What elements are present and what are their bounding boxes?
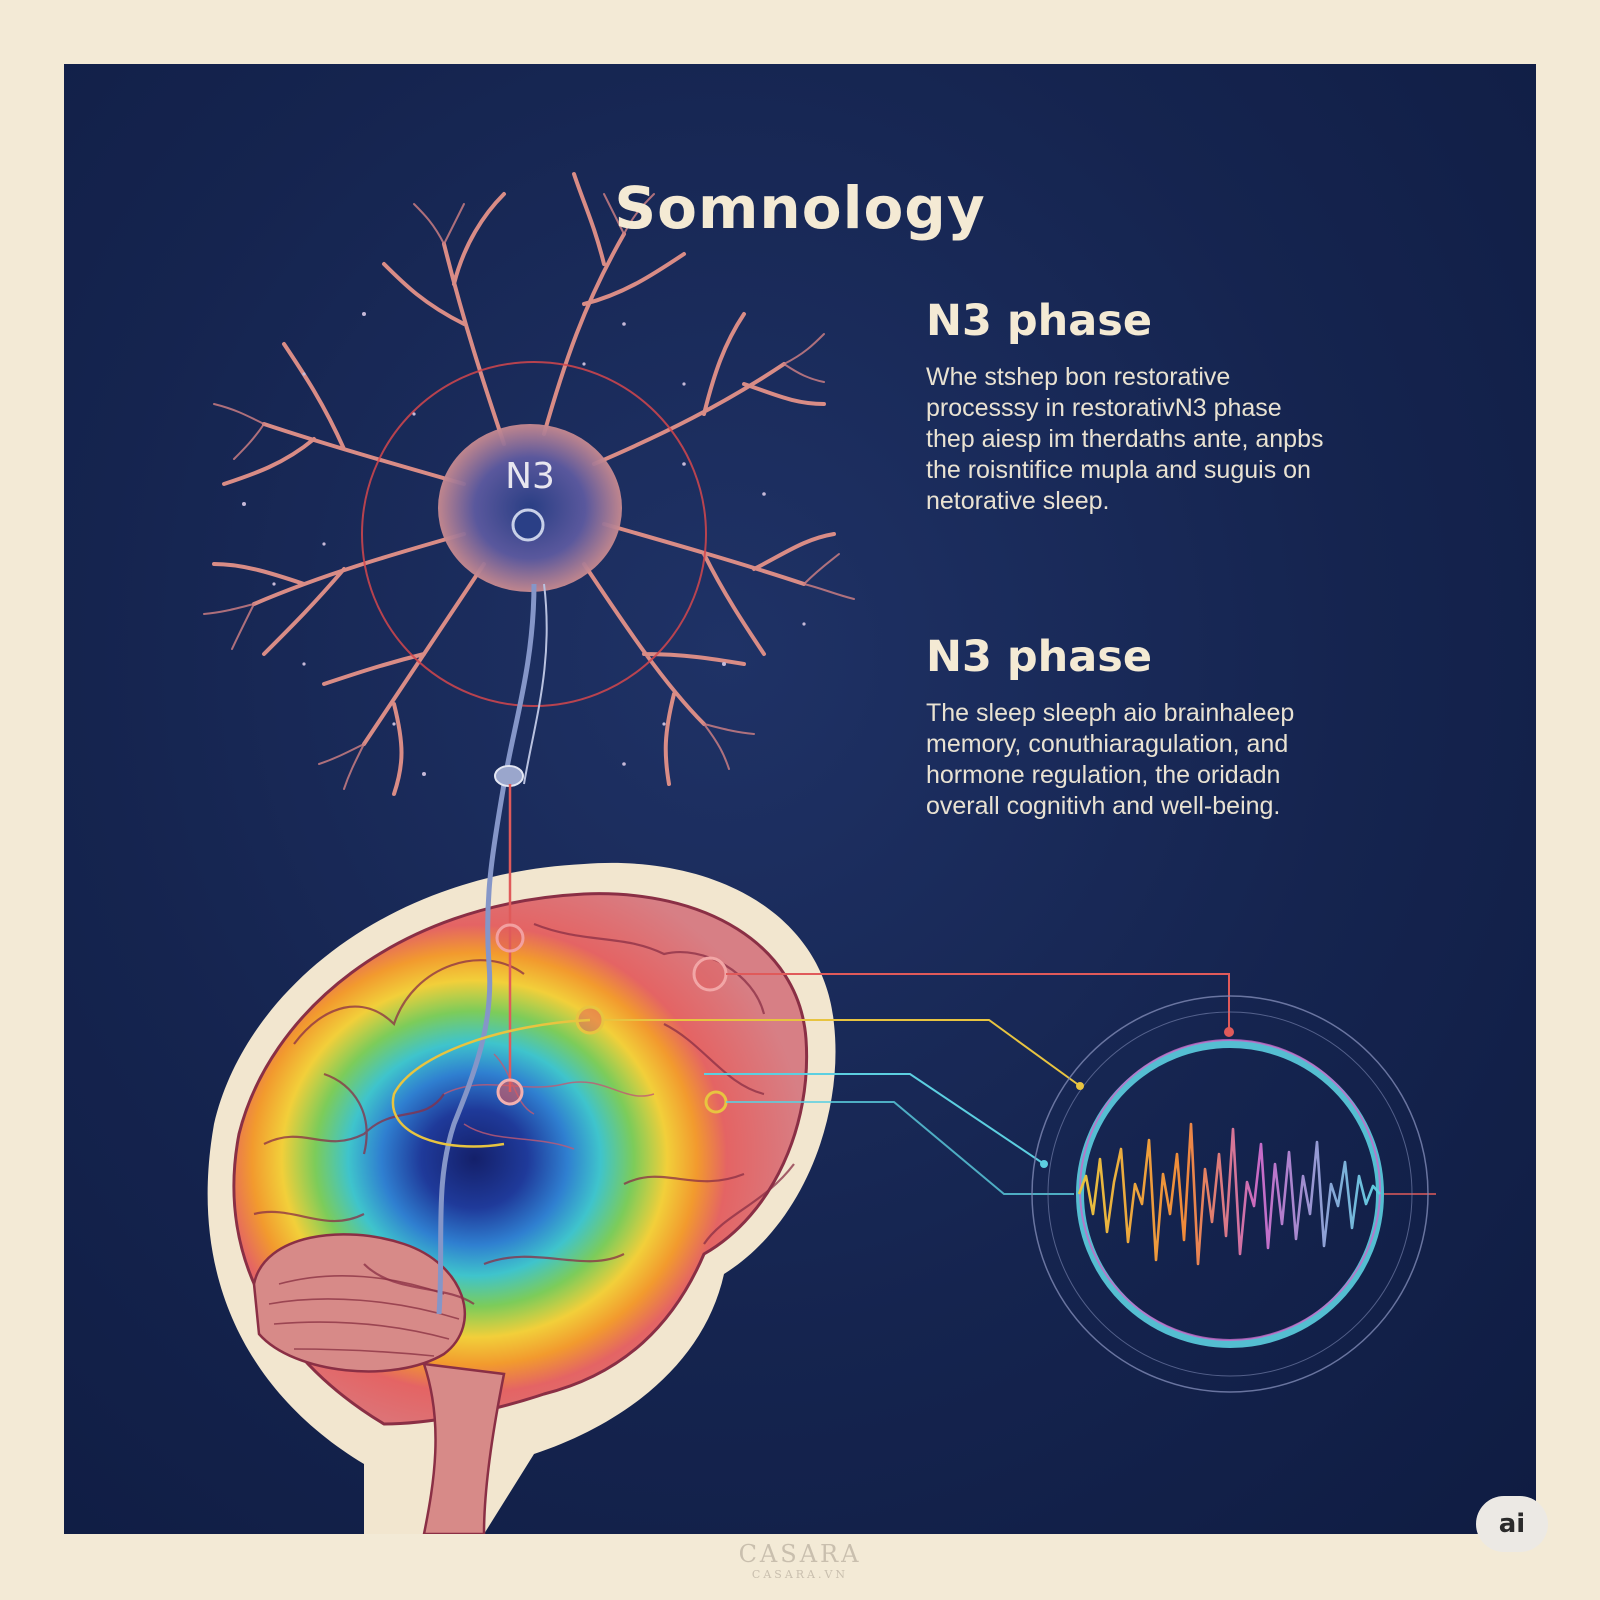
page-title: Somnology — [614, 174, 986, 242]
section-heading-2: N3 phase — [926, 632, 1153, 682]
connector-lines — [603, 973, 1436, 1195]
section-line: hormone regulation, the oridadn — [926, 761, 1281, 789]
illustration-layer — [203, 172, 1436, 1534]
brainwave-monitor-icon — [1031, 995, 1429, 1393]
neuron-illustration — [203, 172, 855, 1315]
neuron-soma-label: N3 — [505, 456, 555, 497]
section-heading-1: N3 phase — [926, 296, 1153, 346]
section-line: memory, conuthiaragulation, and — [926, 730, 1289, 758]
ai-badge: ai — [1476, 1496, 1548, 1552]
watermark: CASARA CASARA.VN — [720, 1540, 880, 1581]
section-line: The sleep sleeph aio brainhaleep — [926, 699, 1295, 727]
section-line: processsy in restorativN3 phase — [926, 394, 1282, 422]
section-line: overall cognitivh and well-being. — [926, 792, 1281, 820]
section-line: netorative sleep. — [926, 487, 1110, 515]
section-body-1: Whe stshep bon restorative processsy in … — [926, 362, 1486, 517]
watermark-main: CASARA — [738, 1540, 862, 1568]
section-line: the roisntifice mupla and suguis on — [926, 456, 1311, 484]
star-field — [242, 312, 806, 776]
brain-illustration — [207, 862, 836, 1534]
section-body-2: The sleep sleeph aio brainhaleep memory,… — [926, 698, 1486, 822]
section-line: thep aiesp im therdaths ante, anpbs — [926, 425, 1324, 453]
watermark-sub: CASARA.VN — [751, 1568, 849, 1581]
section-line: Whe stshep bon restorative — [926, 363, 1231, 391]
poster-panel: Somnology N3 N3 phase Whe stshep bon res… — [64, 64, 1536, 1534]
